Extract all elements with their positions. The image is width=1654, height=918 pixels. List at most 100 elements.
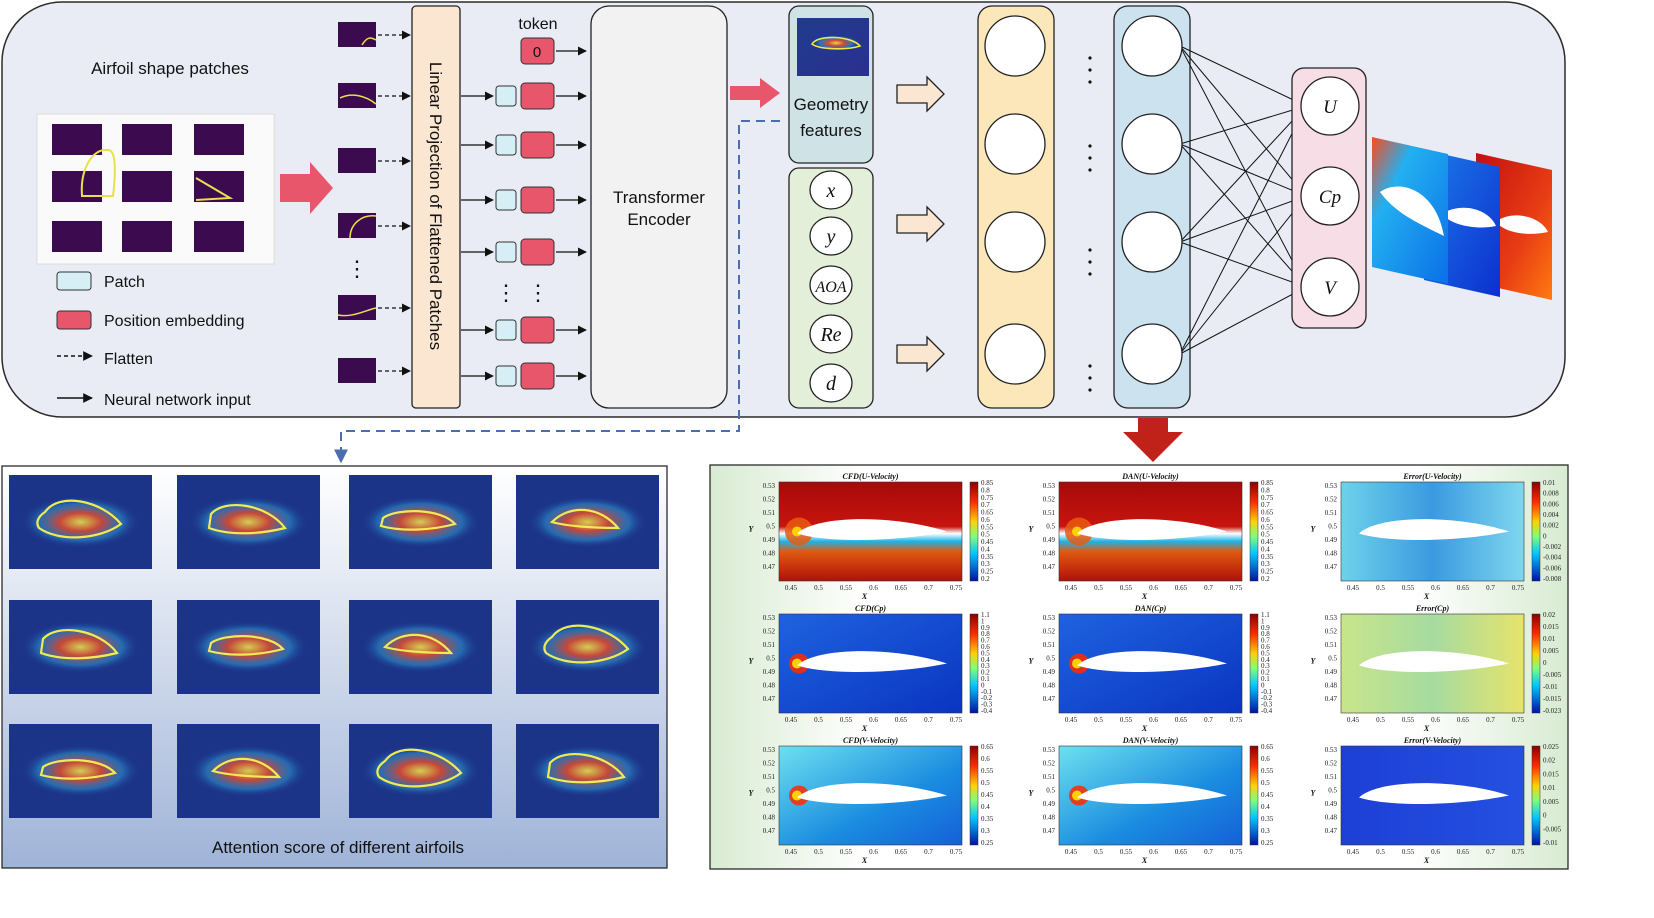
svg-text:0.53: 0.53 <box>1043 614 1056 622</box>
patch-box <box>495 365 517 387</box>
sequence-patch <box>338 213 376 238</box>
svg-text:0.5: 0.5 <box>766 523 775 531</box>
colorbar <box>969 613 979 714</box>
svg-text:0.6: 0.6 <box>1149 584 1158 592</box>
token-value: 0 <box>533 44 541 61</box>
svg-text:0.75: 0.75 <box>950 584 963 592</box>
svg-text:0.47: 0.47 <box>1325 563 1338 571</box>
network-edge <box>1179 195 1307 355</box>
svg-text:0.48: 0.48 <box>1325 550 1338 558</box>
svg-text:0.52: 0.52 <box>763 496 776 504</box>
svg-text:X: X <box>861 724 868 733</box>
svg-text:0.48: 0.48 <box>1325 682 1338 690</box>
svg-text:0.5: 0.5 <box>1376 716 1385 724</box>
svg-text:0.3: 0.3 <box>1261 827 1270 835</box>
input-node-label: Re <box>819 324 841 346</box>
svg-text:0.52: 0.52 <box>763 628 776 636</box>
svg-text:0: 0 <box>1543 659 1547 667</box>
svg-text:0.7: 0.7 <box>924 584 933 592</box>
svg-text:0.6: 0.6 <box>869 716 878 724</box>
svg-text:0.7: 0.7 <box>1204 584 1213 592</box>
svg-text:0.75: 0.75 <box>1230 584 1243 592</box>
svg-text:0.6: 0.6 <box>981 516 990 524</box>
svg-text:0.5: 0.5 <box>766 787 775 795</box>
svg-text:0.47: 0.47 <box>1043 695 1056 703</box>
svg-text:0.7: 0.7 <box>1486 848 1495 856</box>
embedding-ellipsis-a: ⋮ <box>495 280 517 305</box>
svg-text:0.4: 0.4 <box>1261 656 1270 664</box>
network-edge <box>1179 45 1307 197</box>
position-embedding-box <box>520 362 555 390</box>
svg-text:-0.2: -0.2 <box>981 694 993 702</box>
svg-text:0.7: 0.7 <box>1486 716 1495 724</box>
output-node <box>1300 76 1360 136</box>
svg-text:0.45: 0.45 <box>785 584 798 592</box>
svg-text:0.65: 0.65 <box>1457 716 1470 724</box>
svg-text:0.75: 0.75 <box>1261 494 1274 502</box>
svg-text:-0.023: -0.023 <box>1543 707 1562 715</box>
patch-sequence-ellipsis: ⋮ <box>346 256 368 281</box>
svg-text:0.6: 0.6 <box>1261 755 1270 763</box>
svg-text:Y: Y <box>749 657 755 666</box>
svg-text:0.51: 0.51 <box>763 773 776 781</box>
svg-text:0.35: 0.35 <box>981 815 994 823</box>
airfoil-patch <box>194 221 244 252</box>
output-node <box>1300 166 1360 226</box>
svg-text:0.2: 0.2 <box>981 669 990 677</box>
svg-text:0.5: 0.5 <box>766 655 775 663</box>
svg-text:-0.3: -0.3 <box>1261 701 1273 709</box>
svg-text:0.45: 0.45 <box>1065 584 1078 592</box>
svg-text:0.4: 0.4 <box>1261 545 1270 553</box>
network-edge <box>1179 143 1307 288</box>
output-node-label: U <box>1323 97 1338 118</box>
svg-text:0.45: 0.45 <box>785 716 798 724</box>
svg-text:0.5: 0.5 <box>1094 584 1103 592</box>
svg-text:0.53: 0.53 <box>1325 482 1338 490</box>
svg-text:0.8: 0.8 <box>1261 630 1270 638</box>
svg-text:0.48: 0.48 <box>763 814 776 822</box>
svg-text:0.52: 0.52 <box>1325 628 1338 636</box>
hollow-arrows <box>896 75 945 373</box>
attention-map <box>9 724 152 818</box>
hidden-node <box>984 211 1046 273</box>
svg-text:0.49: 0.49 <box>1325 800 1338 808</box>
svg-text:0.5: 0.5 <box>1094 716 1103 724</box>
svg-text:0.015: 0.015 <box>1543 770 1559 778</box>
svg-text:0.47: 0.47 <box>1325 827 1338 835</box>
result-plot: DAN(V-Velocity)0.530.520.510.50.490.480.… <box>1029 736 1274 865</box>
input-node <box>809 216 853 256</box>
svg-text:0.6: 0.6 <box>869 584 878 592</box>
svg-text:0.75: 0.75 <box>1512 716 1525 724</box>
svg-text:-0.01: -0.01 <box>1543 839 1558 847</box>
svg-text:0.45: 0.45 <box>1347 848 1360 856</box>
result-plot-title: DAN(U-Velocity) <box>1121 472 1179 481</box>
svg-text:0.02: 0.02 <box>1543 757 1556 765</box>
network-edge <box>1179 286 1307 355</box>
svg-text:0.45: 0.45 <box>1347 584 1360 592</box>
layer-nodes <box>984 15 1183 385</box>
svg-text:0.48: 0.48 <box>1043 814 1056 822</box>
airfoil-patch <box>194 124 244 155</box>
svg-text:-0.1: -0.1 <box>1261 688 1273 696</box>
svg-text:0.7: 0.7 <box>981 637 990 645</box>
svg-text:0.6: 0.6 <box>1431 848 1440 856</box>
svg-text:0.55: 0.55 <box>1120 848 1133 856</box>
svg-text:0.65: 0.65 <box>895 584 908 592</box>
linear-projection-label: Linear Projection of Flattened Patches <box>426 62 445 350</box>
svg-text:0.65: 0.65 <box>1175 584 1188 592</box>
svg-text:0.49: 0.49 <box>763 536 776 544</box>
svg-text:0.48: 0.48 <box>1043 550 1056 558</box>
svg-text:0.5: 0.5 <box>1094 848 1103 856</box>
svg-text:0.008: 0.008 <box>1543 490 1559 498</box>
svg-text:0.5: 0.5 <box>814 584 823 592</box>
svg-text:0.53: 0.53 <box>763 614 776 622</box>
colorbar <box>969 745 979 846</box>
svg-text:0.5: 0.5 <box>1261 531 1270 539</box>
svg-text:0.8: 0.8 <box>981 486 990 494</box>
layer-ellipsis <box>1088 56 1092 392</box>
svg-text:0.49: 0.49 <box>1325 536 1338 544</box>
hidden-node <box>1121 323 1183 385</box>
svg-text:X: X <box>1423 724 1430 733</box>
